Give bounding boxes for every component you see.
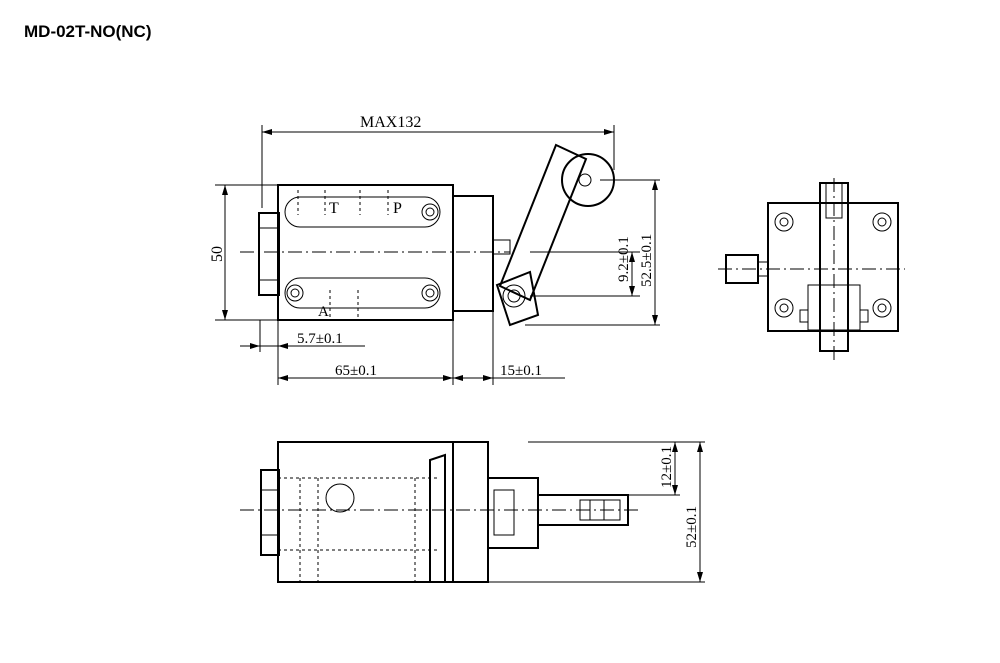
port-p-label: P [393, 200, 402, 217]
roller-end [579, 499, 621, 521]
port-a-label: A [318, 304, 329, 320]
end-plate [767, 202, 899, 332]
dim-body-length: 65±0.1 [335, 363, 377, 379]
hex-nut [258, 212, 280, 296]
bottom-body [277, 441, 454, 583]
mount-hole [872, 212, 892, 232]
bottom-hex-nut [260, 469, 280, 556]
mount-hole [774, 298, 794, 318]
bottom-view: 12±0.1 52±0.1 [240, 441, 705, 583]
end-view [718, 178, 905, 360]
plunger [492, 239, 511, 255]
bottom-port [325, 483, 355, 513]
dim-offset-a: 5.7±0.1 [297, 331, 343, 347]
dim-side-offset: 12±0.1 [659, 446, 675, 488]
lever-arm [498, 143, 588, 302]
mount-hole [286, 284, 304, 302]
upper-slot [284, 196, 441, 228]
mount-hole [421, 284, 439, 302]
dim-side-height: 52±0.1 [684, 506, 700, 548]
dim-max-length: MAX132 [360, 114, 421, 131]
bottom-neck [452, 441, 489, 583]
pivot-bolt [502, 284, 526, 308]
mount-hole [872, 298, 892, 318]
drawing-title: MD-02T-NO(NC) [24, 22, 152, 41]
lower-slot [284, 277, 441, 309]
front-view: T P A MAX132 50 [209, 114, 660, 385]
lever-shaft [537, 494, 629, 526]
port-t-label: T [329, 200, 339, 217]
mount-hole [421, 203, 439, 221]
dim-roller-offset: 9.2±0.1 [616, 236, 632, 282]
dim-lever-height: 52.5±0.1 [639, 234, 655, 287]
dim-height: 50 [209, 246, 226, 262]
dim-lever-offset: 15±0.1 [500, 363, 542, 379]
lever-pivot [495, 270, 540, 327]
shaft-housing [487, 477, 539, 549]
hook-plate [429, 453, 446, 582]
neck-block [452, 195, 494, 312]
mount-hole [774, 212, 794, 232]
